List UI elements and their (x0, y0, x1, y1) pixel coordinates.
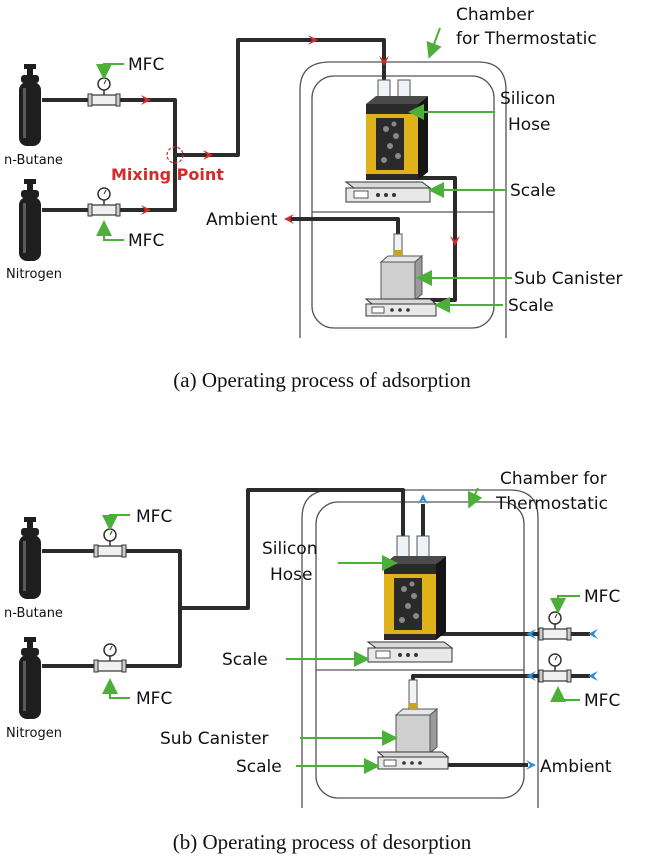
sub-scale-icon (377, 751, 449, 770)
flow-arrow-icon (526, 671, 536, 681)
flow-arrow-icon (526, 629, 536, 639)
hose-label-line2: Hose (508, 115, 551, 135)
sub-canister-icon (380, 249, 423, 301)
sub-scale-icon (365, 298, 437, 317)
mfc-nitrogen-icon (87, 187, 121, 217)
mfc-label-bottom: MFC (136, 689, 172, 709)
nitrogen-cylinder-icon (19, 179, 41, 261)
mfc-right-top-icon (538, 611, 572, 641)
main-canister-icon (384, 556, 446, 640)
flow-arrow-icon (418, 494, 428, 504)
mfc-right-top-leader (550, 595, 580, 614)
scale-sub-label: Scale (508, 296, 554, 316)
flow-arrow-icon (526, 760, 536, 770)
nitrogen-line (42, 608, 182, 668)
flow-arrows-blue (418, 494, 598, 770)
gas-label-n-butane: n-Butane (4, 153, 63, 168)
mfc-butane-icon (93, 528, 127, 558)
ambient-label: Ambient (206, 210, 278, 230)
flow-arrows-red (141, 35, 460, 246)
gas-label-nitrogen: Nitrogen (6, 726, 62, 741)
hose-label-line1: Silicon (262, 539, 317, 559)
flow-arrow-icon (588, 671, 598, 681)
gas-label-n-butane: n-Butane (4, 606, 63, 621)
sub-canister-label: Sub Canister (514, 269, 623, 289)
mfc-nitrogen-icon (93, 643, 127, 673)
ambient-vent-line (288, 217, 400, 240)
flow-arrow-icon (203, 150, 213, 160)
mixing-point-marker (166, 146, 184, 164)
nitrogen-line (42, 155, 177, 212)
mfc-bottom-leader (102, 678, 130, 699)
mfc-butane-icon (87, 77, 121, 107)
flow-arrow-icon (308, 35, 318, 45)
nitrogen-cylinder-icon (19, 637, 41, 719)
butane-line (42, 549, 182, 608)
sub-canister-label: Sub Canister (160, 729, 269, 749)
sub-canister-icon (395, 702, 438, 754)
chamber-label-line1: Chamber (456, 5, 534, 25)
main-scale-icon (345, 181, 431, 203)
mixed-feed-line (175, 38, 386, 157)
mfc-right-bottom-icon (538, 653, 572, 683)
chamber-inner-frame (311, 75, 495, 329)
caption-adsorption: (a) Operating process of adsorption (173, 368, 471, 392)
adsorption-panel: Chamber for Thermostatic MFC MFC n-Butan… (4, 5, 623, 392)
chamber-leader (467, 487, 483, 509)
main-scale-icon (367, 641, 453, 663)
mfc-right-bottom-leader (550, 686, 580, 702)
n-butane-cylinder-icon (19, 517, 41, 599)
flow-arrow-icon (588, 629, 598, 639)
chamber-label-line1: Chamber for (500, 469, 607, 489)
flow-arrow-icon (284, 214, 294, 224)
mfc-right-top-label: MFC (584, 587, 620, 607)
main-canister-icon (366, 96, 428, 180)
mfc-label-top: MFC (128, 55, 164, 75)
chamber-outer-frame (301, 489, 539, 808)
scale-sub-label: Scale (236, 757, 282, 777)
n-butane-cylinder-icon (19, 64, 41, 146)
mixing-point-label: Mixing Point (111, 165, 224, 184)
hose-label-line1: Silicon (500, 89, 555, 109)
hose-label-line2: Hose (270, 565, 313, 585)
gas-label-nitrogen: Nitrogen (6, 267, 62, 282)
caption-desorption: (b) Operating process of desorption (173, 830, 472, 854)
mfc-top-leader (102, 514, 130, 531)
mfc-label-bottom: MFC (128, 231, 164, 251)
mfc-label-top: MFC (136, 507, 172, 527)
ambient-label: Ambient (540, 757, 612, 777)
desorption-panel: Chamber for Thermostatic MFC MFC n-Butan… (4, 469, 620, 854)
flow-arrow-icon (450, 236, 460, 246)
scale-main-label: Scale (222, 650, 268, 670)
flow-arrow-icon (379, 56, 389, 66)
chamber-outer-frame (299, 61, 507, 338)
chamber-label-line2: for Thermostatic (456, 29, 597, 49)
mfc-top-leader (96, 63, 124, 80)
mixed-feed-line (180, 488, 405, 610)
chamber-label-line2: Thermostatic (495, 494, 608, 514)
flow-arrow-icon (141, 95, 151, 105)
chamber-leader (426, 27, 442, 59)
scale-main-label: Scale (510, 181, 556, 201)
mfc-right-bottom-label: MFC (584, 691, 620, 711)
butane-line (42, 98, 177, 155)
mfc-bottom-leader (96, 220, 124, 241)
flow-arrow-icon (141, 205, 151, 215)
